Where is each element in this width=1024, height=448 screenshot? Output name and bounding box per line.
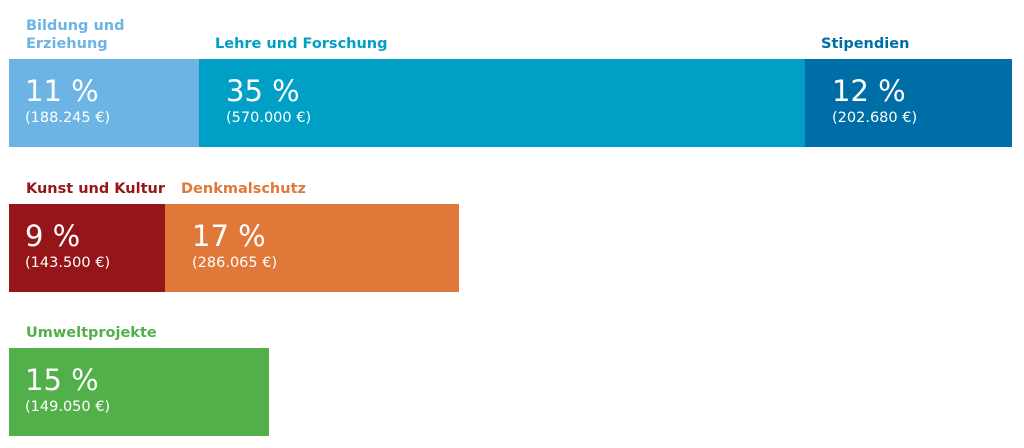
category-label-umweltprojekte: Umweltprojekte <box>26 325 157 341</box>
amount-label-denkmalschutz: (286.065 €) <box>192 255 278 271</box>
percent-label-kunst-und-kultur: 9 % <box>25 219 81 253</box>
amount-label-bildung-und-erziehung: (188.245 €) <box>25 110 111 126</box>
amount-label-kunst-und-kultur: (143.500 €) <box>25 255 111 271</box>
bar-stipendien <box>805 59 1012 147</box>
category-label-lehre-und-forschung: Lehre und Forschung <box>215 36 388 52</box>
bar-lehre-und-forschung <box>199 59 805 147</box>
category-label-kunst-und-kultur: Kunst und Kultur <box>26 181 165 197</box>
bar-kunst-und-kultur <box>9 204 165 292</box>
bar-umweltprojekte <box>9 348 269 436</box>
percent-label-stipendien: 12 % <box>832 74 906 108</box>
amount-label-umweltprojekte: (149.050 €) <box>25 399 111 415</box>
percent-label-umweltprojekte: 15 % <box>25 363 99 397</box>
category-label-bildung-und-erziehung: Bildung und Erziehung <box>26 18 125 52</box>
bar-bildung-und-erziehung <box>9 59 199 147</box>
bar-denkmalschutz <box>165 204 459 292</box>
amount-label-stipendien: (202.680 €) <box>832 110 918 126</box>
percent-label-bildung-und-erziehung: 11 % <box>25 74 99 108</box>
category-label-stipendien: Stipendien <box>821 36 910 52</box>
percent-label-denkmalschutz: 17 % <box>192 219 266 253</box>
percent-label-lehre-und-forschung: 35 % <box>226 74 300 108</box>
amount-label-lehre-und-forschung: (570.000 €) <box>226 110 312 126</box>
category-label-denkmalschutz: Denkmalschutz <box>181 181 306 197</box>
